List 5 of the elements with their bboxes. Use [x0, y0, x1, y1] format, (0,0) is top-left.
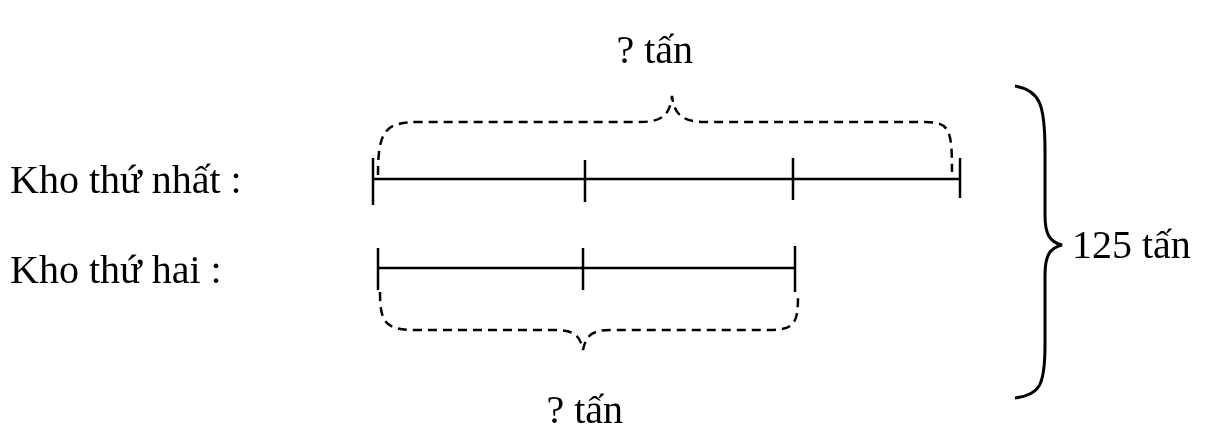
- label-text: ? tấn: [546, 387, 624, 433]
- label-text: Kho thứ hai :: [10, 247, 222, 293]
- label-text: Kho thứ nhất :: [10, 157, 242, 203]
- label-text: ? tấn: [616, 27, 694, 73]
- label-text: 125 tấn: [1072, 222, 1191, 268]
